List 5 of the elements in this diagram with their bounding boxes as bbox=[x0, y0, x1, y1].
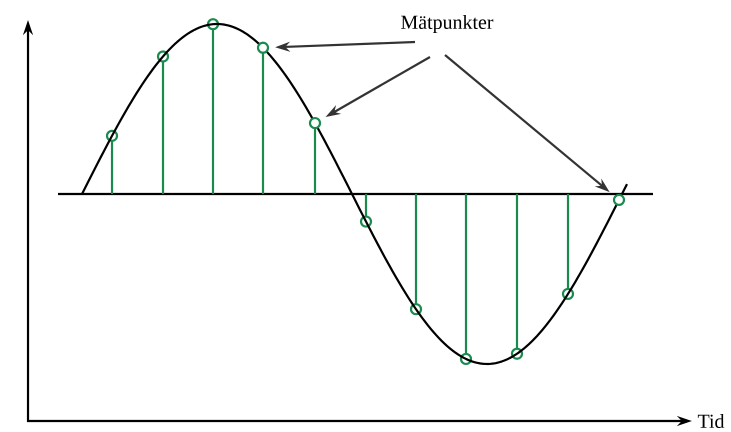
callout-text: Mätpunkter bbox=[401, 14, 494, 34]
sample-point bbox=[612, 194, 626, 206]
sample-point bbox=[308, 116, 322, 130]
axis-label: Tid bbox=[698, 414, 724, 428]
sample-point bbox=[256, 42, 270, 54]
